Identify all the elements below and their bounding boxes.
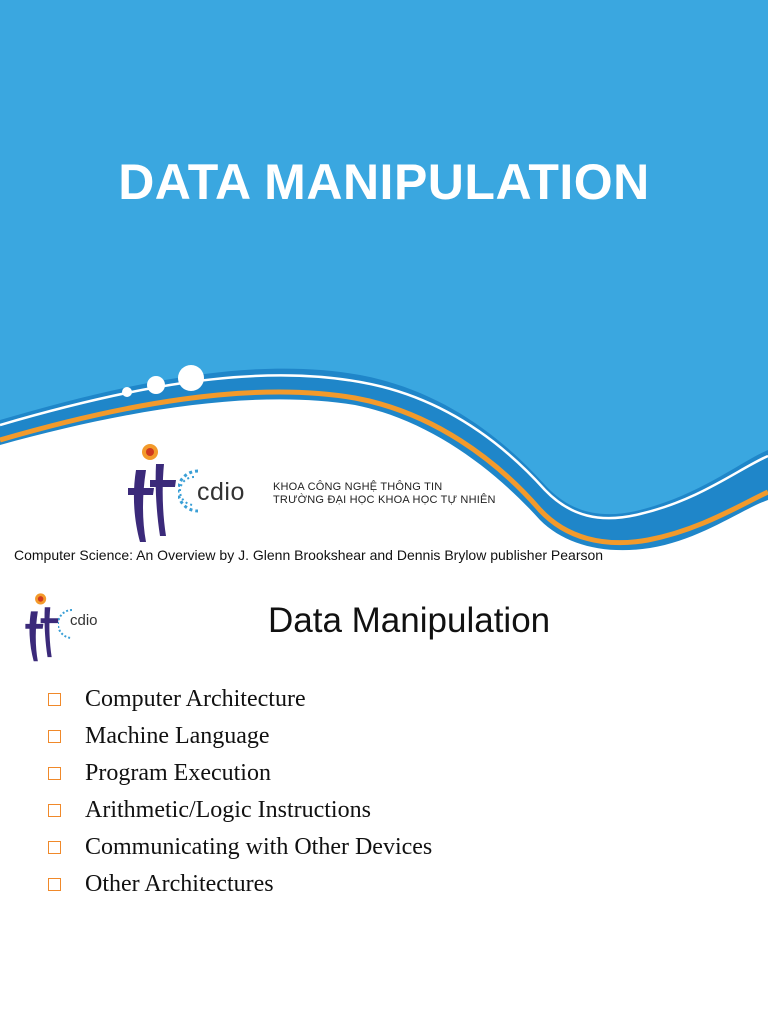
cdio-logo-text: cdio <box>197 478 245 506</box>
book-credit: Computer Science: An Overview by J. Glen… <box>14 547 604 563</box>
list-item: Other Architectures <box>48 866 432 903</box>
org-name-line-1: KHOA CÔNG NGHỆ THÔNG TIN <box>273 481 443 493</box>
content-slide: cdio Data Manipulation Computer Architec… <box>0 576 768 1024</box>
cdio-logo-small-icon <box>58 609 73 639</box>
checkbox-bullet-icon <box>48 730 61 743</box>
checkbox-bullet-icon <box>48 841 61 854</box>
content-slide-title: Data Manipulation <box>268 601 551 640</box>
list-item: Program Execution <box>48 755 432 792</box>
checkbox-bullet-icon <box>48 804 61 817</box>
slide-background <box>0 0 768 551</box>
checkbox-bullet-icon <box>48 693 61 706</box>
cdio-logo-icon <box>178 469 199 513</box>
org-name-line-2: TRƯỜNG ĐẠI HỌC KHOA HỌC TỰ NHIÊN <box>273 494 496 506</box>
title-slide: DATA MANIPULATION cdio KHOA CÔNG NGHỆ TH… <box>0 0 768 563</box>
list-item-label: Program Execution <box>85 760 271 786</box>
topic-list: Computer Architecture Machine Language P… <box>48 681 432 903</box>
list-item: Machine Language <box>48 718 432 755</box>
checkbox-bullet-icon <box>48 878 61 891</box>
fit-logo-icon <box>128 444 176 542</box>
list-item: Computer Architecture <box>48 681 432 718</box>
list-item-label: Other Architectures <box>85 871 274 897</box>
cdio-logo-small-text: cdio <box>70 612 98 629</box>
list-item-label: Computer Architecture <box>85 686 306 712</box>
list-item-label: Communicating with Other Devices <box>85 834 433 860</box>
list-item-label: Arithmetic/Logic Instructions <box>85 797 371 823</box>
checkbox-bullet-icon <box>48 767 61 780</box>
list-item: Communicating with Other Devices <box>48 829 432 866</box>
list-item-label: Machine Language <box>85 723 270 749</box>
fit-logo-small-icon <box>25 593 59 662</box>
slide-title: DATA MANIPULATION <box>118 154 650 210</box>
list-item: Arithmetic/Logic Instructions <box>48 792 432 829</box>
